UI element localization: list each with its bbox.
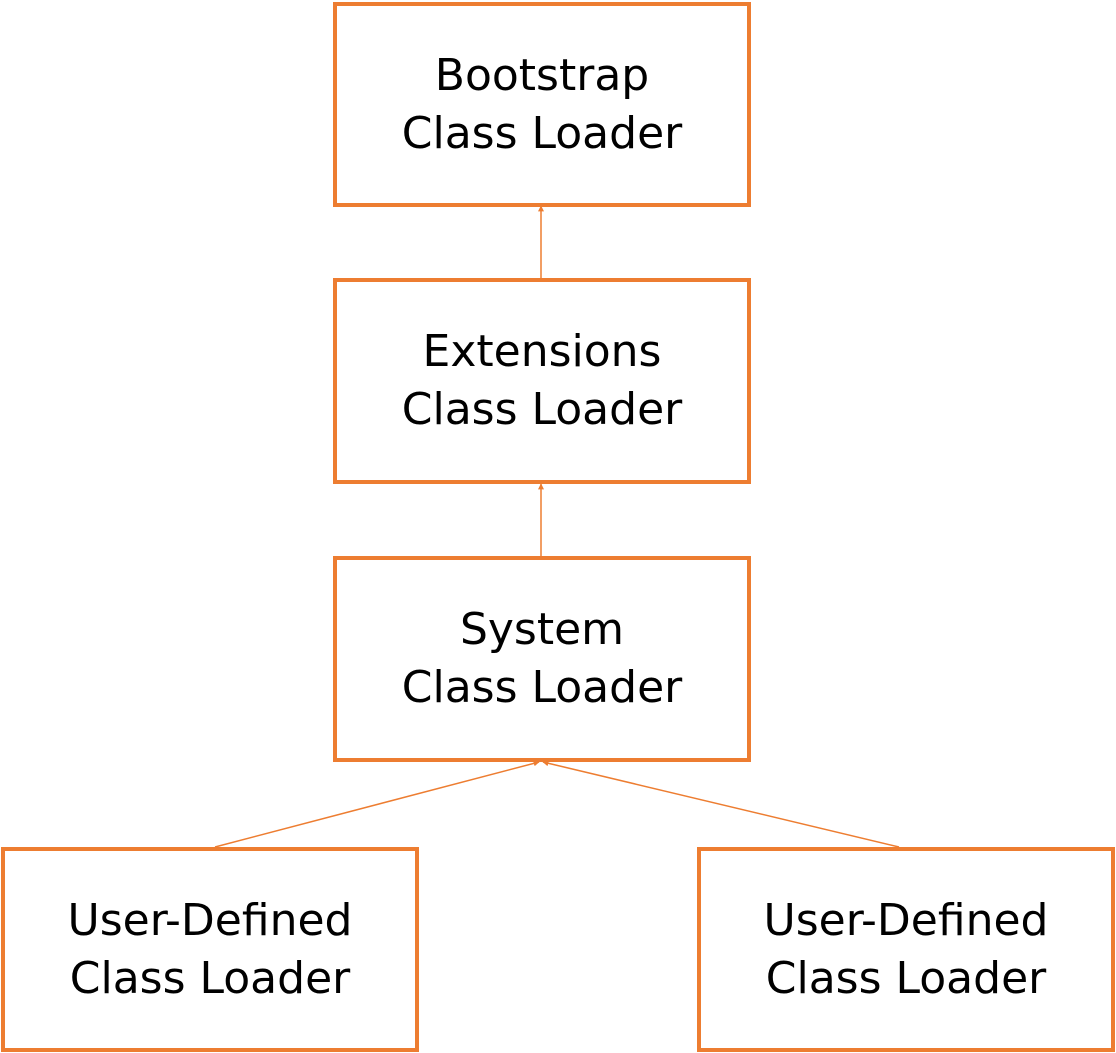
system-class-loader-box: System Class Loader [333, 556, 751, 762]
edge-user-defined-1-to-system [214, 760, 540, 848]
user-defined-left-label-line2: Class Loader [69, 952, 351, 1004]
user-defined-class-loader-box-left: User-Defined Class Loader [1, 847, 419, 1052]
extensions-class-loader-box: Extensions Class Loader [333, 278, 751, 484]
bootstrap-label-line1: Bootstrap [434, 49, 650, 101]
bootstrap-class-loader-box: Bootstrap Class Loader [333, 2, 751, 207]
system-label-line2: Class Loader [401, 662, 683, 713]
user-defined-right-label-line2: Class Loader [765, 952, 1047, 1004]
extensions-label-line2: Class Loader [401, 384, 683, 435]
edge-user-defined-2-to-system [542, 760, 900, 848]
extensions-label-line1: Extensions [422, 326, 662, 377]
user-defined-class-loader-box-right: User-Defined Class Loader [697, 847, 1115, 1052]
system-label-line1: System [459, 604, 625, 655]
user-defined-right-label-line1: User-Defined [763, 894, 1049, 946]
user-defined-left-label-line1: User-Defined [67, 894, 353, 946]
bootstrap-label-line2: Class Loader [401, 107, 683, 159]
